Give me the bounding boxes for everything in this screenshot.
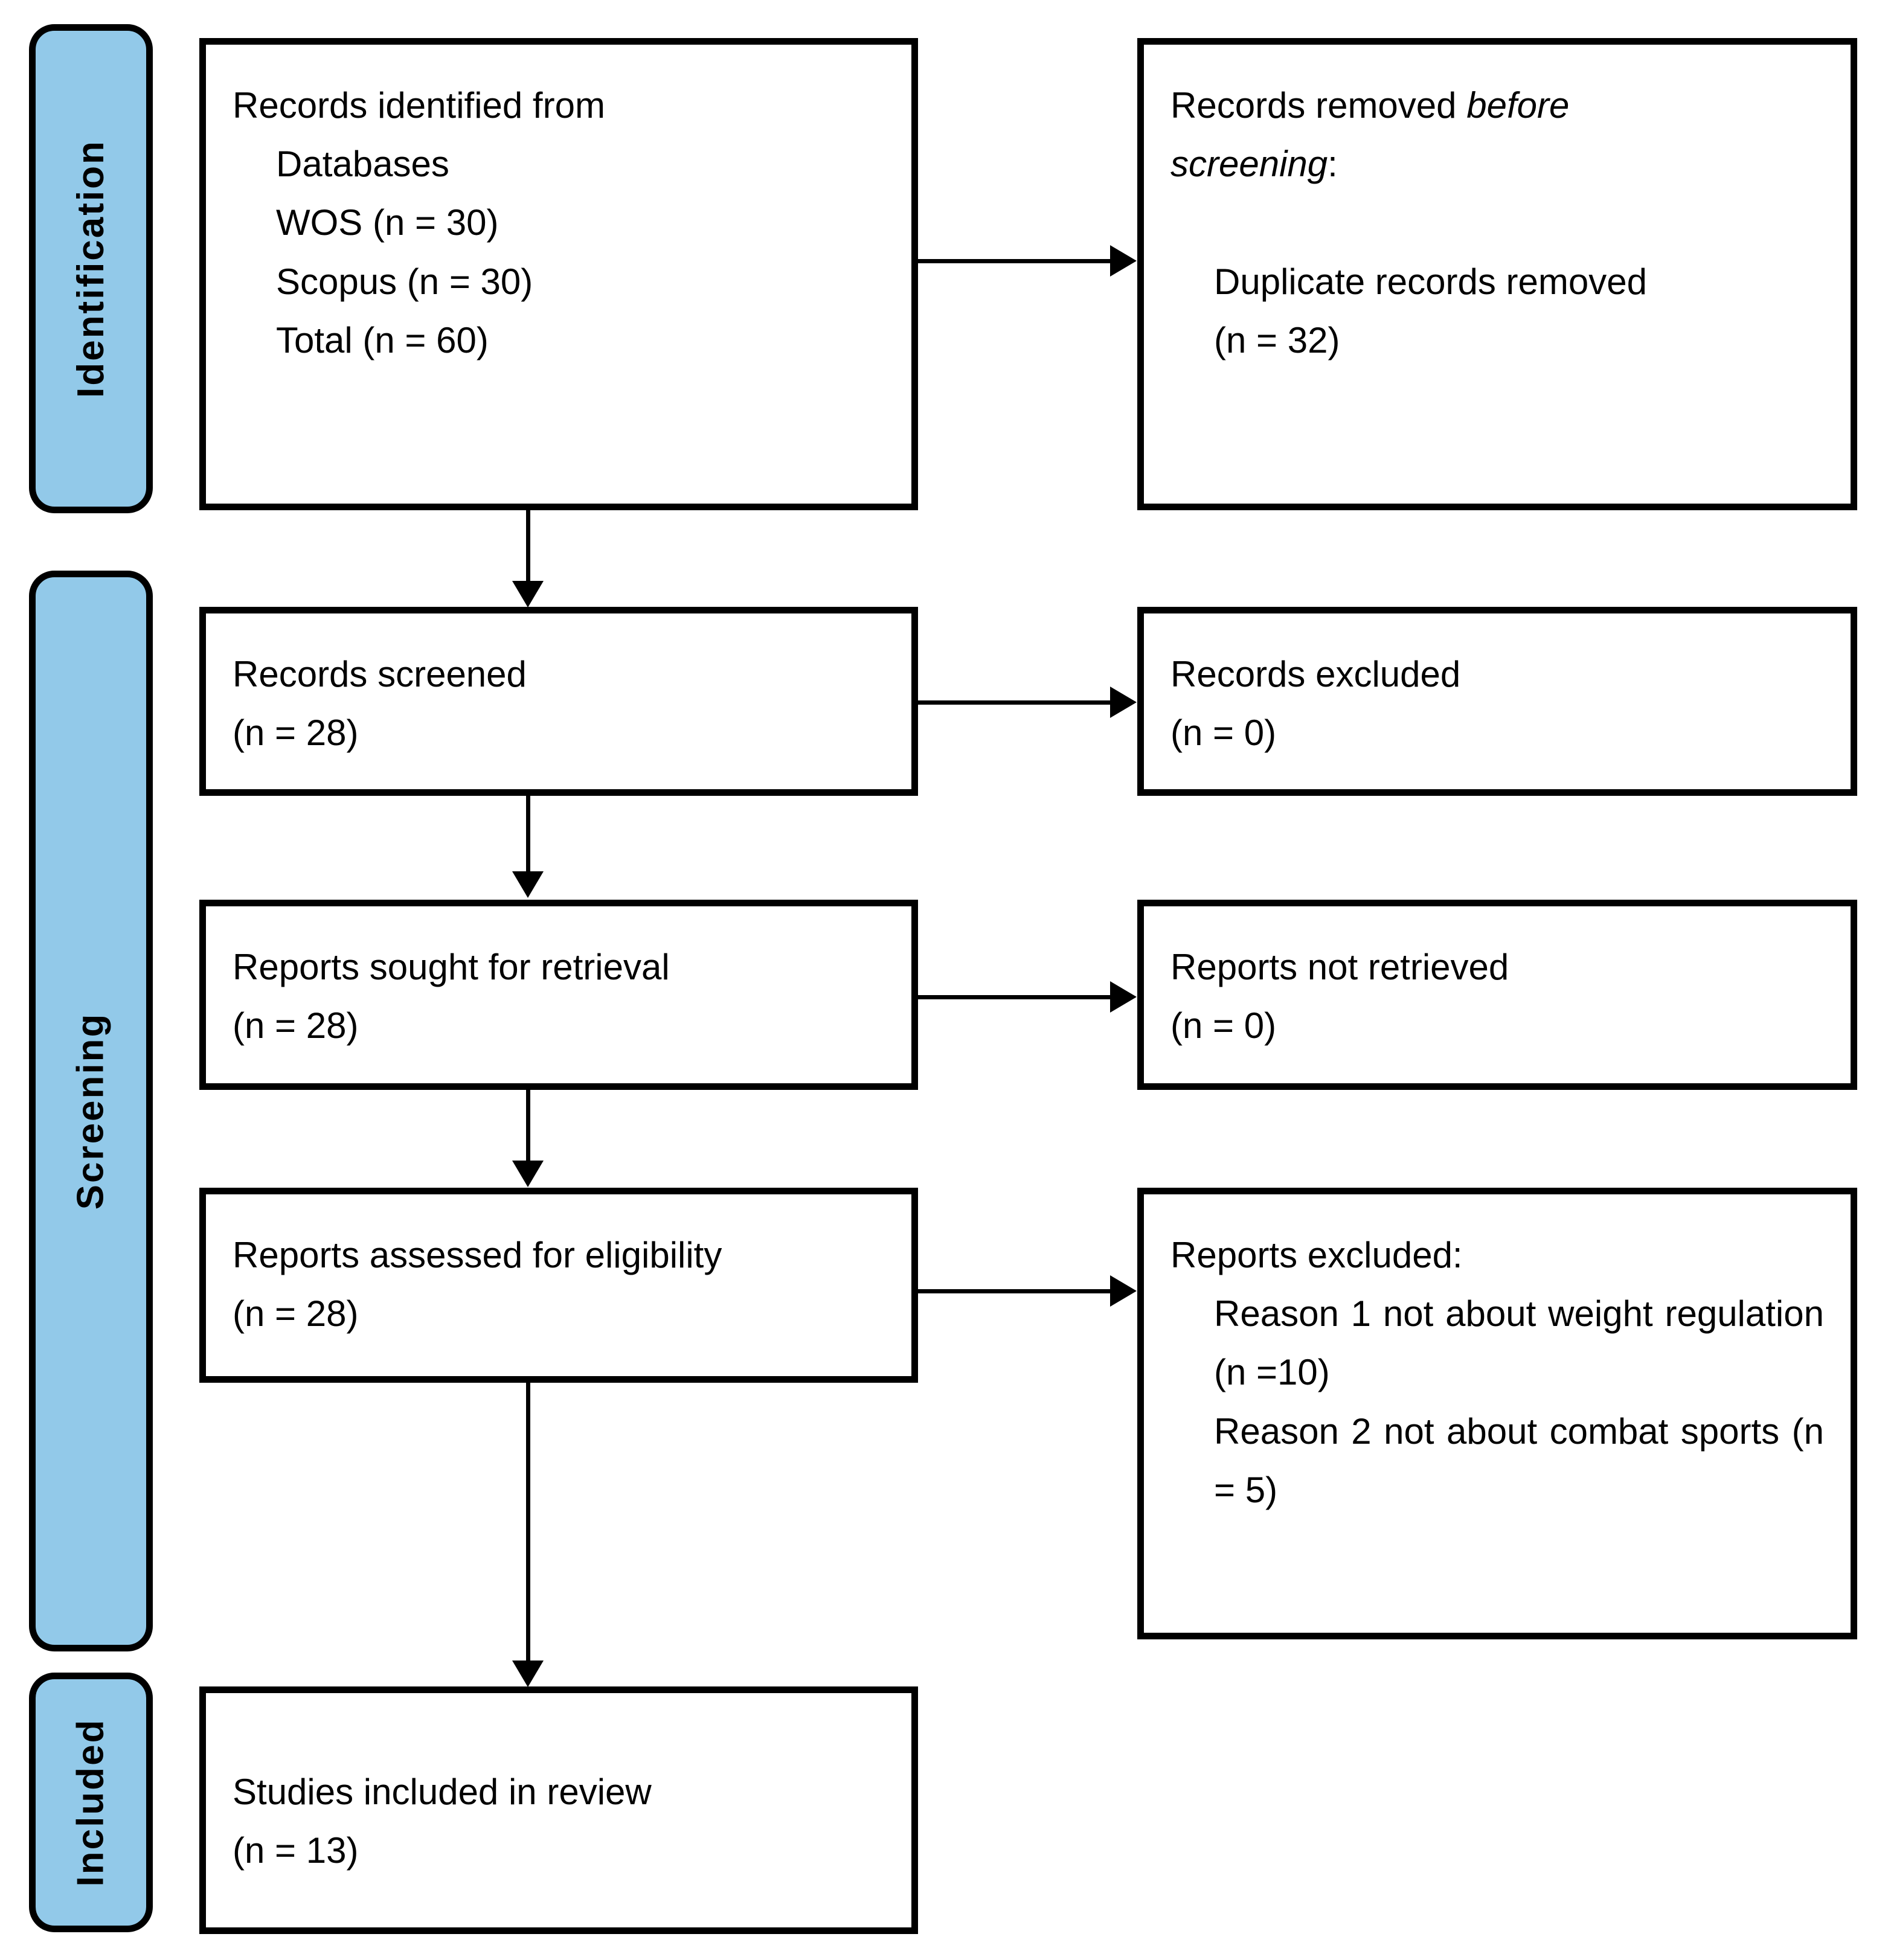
box-reports-excluded-text: Reports excluded: Reason 1 not about wei… (1170, 1226, 1824, 1519)
box-reports-not-retrieved-text: Reports not retrieved (n = 0) (1170, 938, 1824, 1055)
box-reports-assessed: Reports assessed for eligibility (n = 28… (199, 1188, 918, 1383)
connector-sought-to-assessed (526, 1090, 530, 1165)
phase-bar-included: Included (29, 1673, 153, 1932)
phase-bar-screening: Screening (29, 571, 153, 1651)
box-records-identified: Records identified from Databases WOS (n… (199, 38, 918, 510)
box-reports-sought-text: Reports sought for retrieval (n = 28) (233, 938, 885, 1055)
records-removed-line-2-colon: : (1328, 144, 1338, 185)
records-removed-line-1-italic: before (1466, 85, 1570, 126)
reports-sought-line-2: (n = 28) (233, 1005, 359, 1046)
box-reports-assessed-text: Reports assessed for eligibility (n = 28… (233, 1226, 885, 1343)
records-removed-line-1-plain: Records removed (1170, 85, 1467, 126)
box-records-excluded: Records excluded (n = 0) (1137, 607, 1857, 796)
connector-identified-to-removed (918, 259, 1111, 263)
studies-included-line-1: Studies included in review (233, 1772, 652, 1812)
phase-label-screening: Screening (69, 1012, 112, 1210)
records-removed-line-2: screening: (1170, 135, 1824, 193)
arrowhead-screened-to-excluded (1110, 687, 1137, 718)
reports-assessed-line-2: (n = 28) (233, 1293, 359, 1334)
reports-not-retrieved-line-1: Reports not retrieved (1170, 947, 1509, 987)
box-reports-excluded: Reports excluded: Reason 1 not about wei… (1137, 1188, 1857, 1639)
connector-assessed-to-reportsexcluded (918, 1289, 1111, 1293)
records-removed-spacer (1170, 193, 1824, 252)
arrowhead-assessed-to-reportsexcluded (1110, 1275, 1137, 1307)
records-identified-line-2: Databases (276, 144, 449, 185)
box-studies-included-text: Studies included in review (n = 13) (233, 1763, 885, 1880)
connector-identified-to-screened (526, 510, 530, 586)
records-removed-line-3: Duplicate records removed (1214, 261, 1647, 302)
records-identified-line-3: WOS (n = 30) (276, 202, 499, 243)
reports-excluded-reason-2: Reason 2 not about combat sports (n = 5) (1214, 1411, 1824, 1510)
reports-excluded-line-1: Reports excluded: (1170, 1235, 1463, 1275)
box-records-removed-before-screening: Records removed before screening: Duplic… (1137, 38, 1857, 510)
box-reports-not-retrieved: Reports not retrieved (n = 0) (1137, 900, 1857, 1090)
records-removed-line-2-italic: screening (1170, 144, 1328, 185)
records-screened-line-1: Records screened (233, 654, 527, 694)
records-identified-line-1: Records identified from (233, 85, 605, 126)
connector-assessed-to-included (526, 1383, 530, 1665)
arrowhead-screened-to-sought (512, 871, 544, 898)
records-identified-line-4: Scopus (n = 30) (276, 261, 533, 302)
reports-excluded-reason-1: Reason 1 not about weight regulation (n … (1214, 1293, 1824, 1393)
box-records-screened: Records screened (n = 28) (199, 607, 918, 796)
studies-included-line-2: (n = 13) (233, 1830, 359, 1871)
arrowhead-sought-to-assessed (512, 1161, 544, 1187)
reports-not-retrieved-line-2: (n = 0) (1170, 1005, 1277, 1046)
phase-bar-identification: Identification (29, 24, 153, 513)
box-records-excluded-text: Records excluded (n = 0) (1170, 645, 1824, 762)
arrowhead-identified-to-screened (512, 581, 544, 607)
records-screened-line-2: (n = 28) (233, 713, 359, 754)
records-identified-line-5: Total (n = 60) (276, 319, 489, 360)
arrowhead-identified-to-removed (1110, 245, 1137, 277)
records-excluded-line-2: (n = 0) (1170, 713, 1277, 754)
box-studies-included: Studies included in review (n = 13) (199, 1686, 918, 1934)
arrowhead-sought-to-notretrieved (1110, 981, 1137, 1013)
box-records-identified-text: Records identified from Databases WOS (n… (233, 76, 885, 370)
box-records-removed-text: Records removed before screening: Duplic… (1170, 76, 1824, 370)
arrowhead-assessed-to-included (512, 1661, 544, 1687)
records-removed-line-4: (n = 32) (1214, 319, 1340, 360)
connector-screened-to-excluded (918, 700, 1111, 705)
reports-sought-line-1: Reports sought for retrieval (233, 947, 670, 987)
reports-assessed-line-1: Reports assessed for eligibility (233, 1235, 722, 1275)
box-reports-sought: Reports sought for retrieval (n = 28) (199, 900, 918, 1090)
phase-label-identification: Identification (69, 139, 112, 398)
records-removed-line-1: Records removed before (1170, 76, 1824, 135)
box-records-screened-text: Records screened (n = 28) (233, 645, 885, 762)
connector-screened-to-sought (526, 796, 530, 874)
records-excluded-line-1: Records excluded (1170, 654, 1461, 694)
phase-label-included: Included (69, 1718, 112, 1887)
connector-sought-to-notretrieved (918, 995, 1111, 999)
